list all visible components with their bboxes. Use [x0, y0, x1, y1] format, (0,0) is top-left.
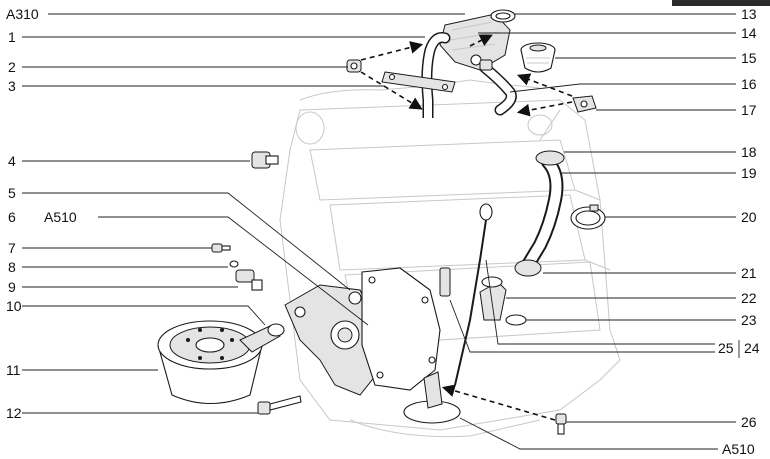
oil-filter-housing	[284, 284, 381, 396]
assembly-dashed-arrows	[360, 34, 573, 421]
label-9: 9	[8, 279, 16, 295]
label-2: 2	[8, 59, 16, 75]
label-26: 26	[741, 414, 757, 430]
label-24: 24	[744, 340, 760, 356]
label-21: 21	[741, 265, 757, 281]
label-10: 10	[6, 298, 22, 314]
label-8: 8	[8, 259, 16, 275]
gasket-plate	[361, 267, 441, 391]
engine-block	[279, 79, 621, 438]
label-15: 15	[741, 50, 757, 66]
label-16: 16	[741, 76, 757, 92]
label-6: 6	[8, 209, 16, 225]
hose-clip-2	[346, 59, 362, 73]
label-A510-bottom: A510	[722, 441, 755, 457]
label-3: 3	[8, 78, 16, 94]
label-19: 19	[741, 165, 757, 181]
hose-clip-17	[572, 95, 597, 113]
label-13: 13	[741, 6, 757, 22]
leader-lines-right	[449, 13, 740, 450]
dipstick-tube-24	[439, 267, 451, 297]
right-labels: 13 14 15 16 17 18 19 20 21 22 23 25 24 2…	[718, 6, 760, 457]
label-14: 14	[741, 25, 757, 41]
threaded-nipple	[239, 323, 285, 353]
label-5: 5	[8, 185, 16, 201]
washer-8	[229, 260, 239, 268]
leader-lines-left	[22, 13, 465, 414]
label-25: 25	[718, 340, 734, 356]
label-20: 20	[741, 209, 757, 225]
oil-return-hose	[514, 150, 565, 277]
label-18: 18	[741, 144, 757, 160]
label-11: 11	[6, 362, 21, 378]
label-12: 12	[6, 405, 22, 421]
label-7: 7	[8, 240, 16, 256]
bracket-plate	[381, 71, 456, 93]
hose-clamp-13	[490, 9, 516, 23]
bolt-26	[555, 413, 567, 435]
oil-pressure-switch	[235, 269, 263, 291]
label-A310: A310	[6, 6, 39, 22]
ring-clamp-20	[570, 204, 606, 230]
dipstick	[454, 203, 493, 386]
window-corner-tab	[672, 0, 770, 6]
oil-filter	[157, 320, 263, 405]
o-ring-23	[505, 314, 527, 326]
label-1: 1	[8, 29, 16, 45]
temperature-sender	[251, 151, 279, 169]
elbow-fitting	[479, 276, 507, 321]
label-17: 17	[741, 102, 757, 118]
oil-strainer	[403, 371, 461, 424]
label-23: 23	[741, 312, 757, 328]
left-labels: A310 1 2 3 4 5 6 A510 7 8 9 10 11 12	[6, 6, 77, 421]
label-22: 22	[741, 290, 757, 306]
label-A510-left: A510	[44, 209, 77, 225]
oil-filler-cap	[520, 42, 556, 73]
bolt-7	[211, 243, 231, 253]
bolt-12	[257, 395, 302, 415]
breather-hose	[421, 32, 451, 118]
label-4: 4	[8, 153, 16, 169]
